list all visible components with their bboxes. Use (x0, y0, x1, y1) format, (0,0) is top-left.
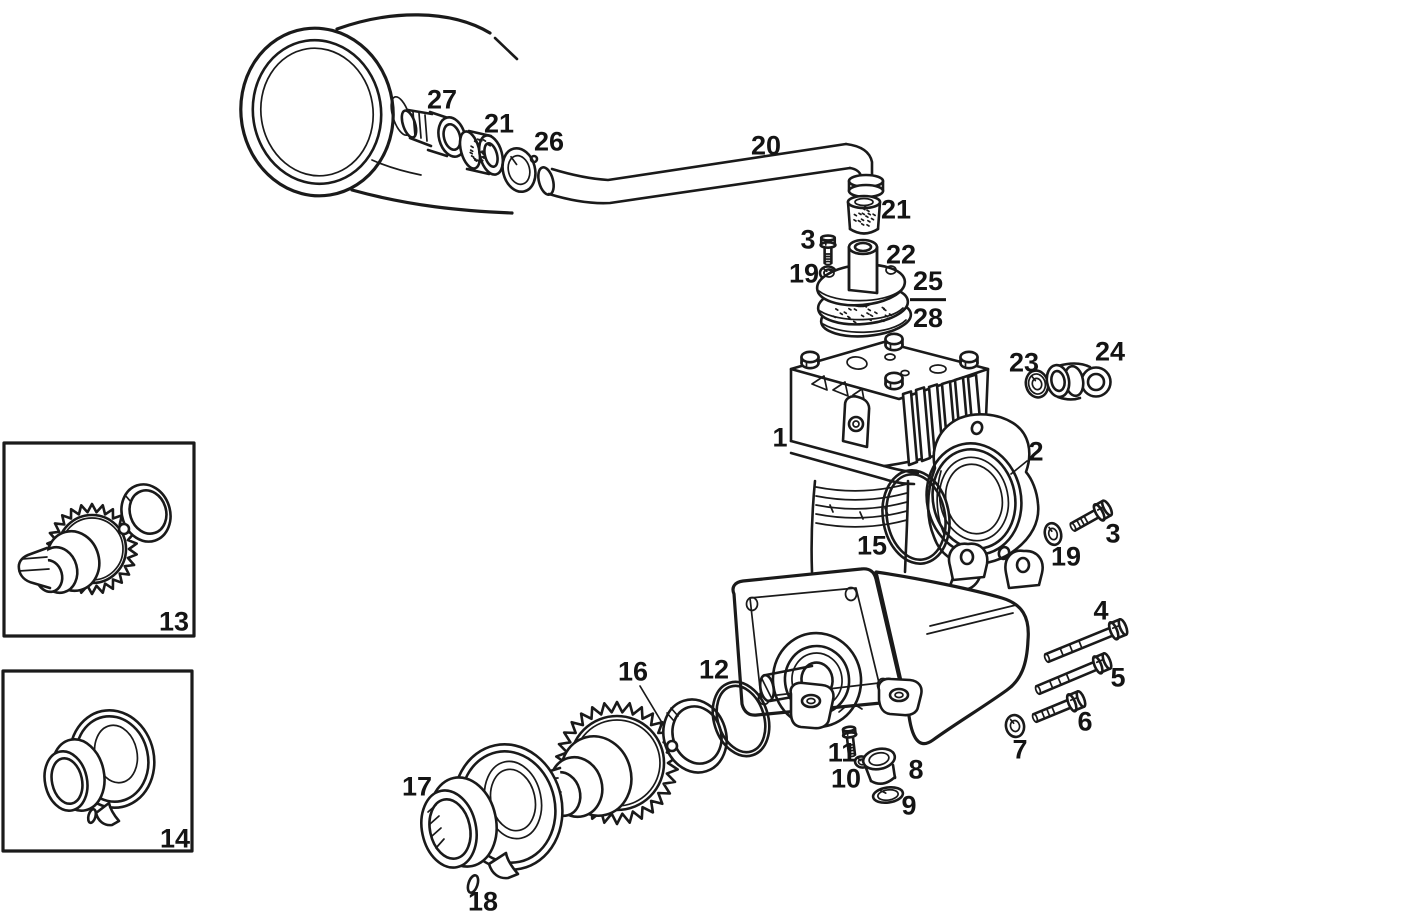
bolt-3-right (1069, 499, 1114, 532)
head-stud (959, 350, 979, 370)
filter-element-21-pipe (846, 194, 882, 235)
coupling-17 (420, 743, 564, 880)
washer-19-right (1043, 521, 1063, 547)
inset-box-13 (2, 441, 196, 638)
pin-18 (466, 874, 480, 894)
o-ring-9 (871, 785, 905, 805)
retaining-ring-26 (501, 147, 539, 193)
filter-speckle (853, 205, 876, 227)
inset-box-14 (1, 669, 194, 853)
washer-7 (1004, 713, 1026, 739)
cup-8 (861, 747, 897, 786)
bolt-5 (1034, 652, 1113, 696)
bolt-6 (1031, 689, 1087, 724)
head-stud (884, 371, 904, 391)
bolt-4 (1043, 617, 1129, 664)
crankcase (731, 542, 1044, 746)
o-ring-15 (881, 469, 951, 565)
leader-line-2 (1010, 460, 1028, 475)
bolt-11 (841, 725, 858, 758)
cover-plate-2 (925, 413, 1040, 592)
hose-fitting-27 (400, 108, 467, 158)
head-stud (800, 350, 820, 370)
o-ring-12 (711, 680, 771, 758)
filter-speckle (469, 138, 492, 163)
leader-line-16 (639, 685, 668, 732)
fitting-tube-22 (815, 238, 907, 307)
head-stud (884, 332, 904, 352)
air-pipe-20 (537, 142, 885, 205)
bolt-3-top (819, 234, 837, 266)
elbow-fitting-24 (1045, 362, 1112, 401)
filter-element-21-front (458, 129, 505, 176)
leader-line (936, 470, 945, 535)
intake-hose (239, 13, 519, 215)
